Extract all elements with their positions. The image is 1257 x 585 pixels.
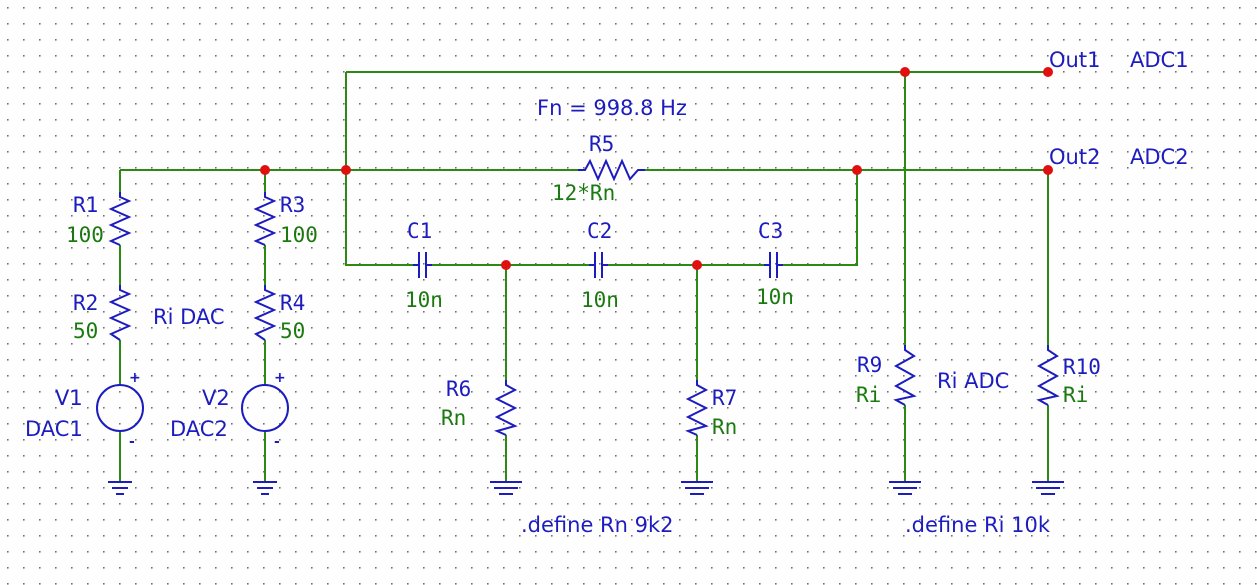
r1-name: R1 xyxy=(73,193,98,217)
v1-plus-mark: + xyxy=(129,370,141,386)
output-flags xyxy=(1043,67,1053,175)
c1-symbol xyxy=(413,252,432,278)
r2-value: 50 xyxy=(73,319,98,343)
ri-adc-comment: Ri ADC xyxy=(937,369,1009,393)
r5-value: 12*Rn xyxy=(552,181,615,205)
r10-value: Ri xyxy=(1063,383,1088,407)
ground-icon xyxy=(108,481,132,495)
r9-symbol xyxy=(893,345,917,406)
fn-annotation: Fn = 998.8 Hz xyxy=(537,96,687,120)
c1-name: C1 xyxy=(407,219,432,243)
r9-value: Ri xyxy=(856,383,881,407)
out1-label: Out1 xyxy=(1049,48,1100,72)
v2-name: V2 xyxy=(202,386,230,410)
ground-icon xyxy=(681,481,713,495)
v1-symbol xyxy=(96,384,144,432)
r1-symbol xyxy=(108,192,132,246)
c2-value: 10n xyxy=(581,288,619,312)
v2-value: DAC2 xyxy=(170,417,228,441)
out2-terminal[interactable] xyxy=(1043,165,1053,175)
r7-symbol xyxy=(685,380,709,436)
wires xyxy=(119,71,1049,482)
junction-node xyxy=(900,67,910,77)
ground-icon xyxy=(490,481,522,495)
define-rn-directive[interactable]: .define Rn 9k2 xyxy=(521,513,674,537)
c3-name: C3 xyxy=(758,219,783,243)
v1-name: V1 xyxy=(55,386,83,410)
ground-icon xyxy=(1032,481,1064,495)
voltage-sources xyxy=(96,384,289,432)
r3-name: R3 xyxy=(280,193,305,217)
r4-value: 50 xyxy=(280,319,305,343)
junction-node xyxy=(260,165,270,175)
ground-icon xyxy=(889,481,921,495)
v2-minus-mark: - xyxy=(274,434,280,450)
r2-symbol xyxy=(108,285,132,341)
junction-node xyxy=(341,165,351,175)
ri-dac-comment: Ri DAC xyxy=(153,305,225,329)
r3-symbol xyxy=(253,192,277,246)
r9-name: R9 xyxy=(857,353,882,377)
ground-symbols xyxy=(108,481,1064,495)
v1-minus-mark: - xyxy=(129,434,135,450)
r6-value: Rn xyxy=(441,406,466,430)
v1-value: DAC1 xyxy=(25,417,83,441)
r6-name: R6 xyxy=(446,377,471,401)
adc2-label: ADC2 xyxy=(1130,145,1189,169)
resistor-symbols xyxy=(108,158,1060,436)
junction-node xyxy=(852,165,862,175)
r1-value: 100 xyxy=(66,223,104,247)
r5-symbol xyxy=(578,158,645,182)
polarity-marks: + - + - xyxy=(129,370,286,450)
out1-terminal[interactable] xyxy=(1043,67,1053,77)
r3-value: 100 xyxy=(280,223,318,247)
c2-name: C2 xyxy=(587,219,612,243)
r7-value: Rn xyxy=(712,415,737,439)
define-ri-directive[interactable]: .define Ri 10k xyxy=(905,513,1051,537)
r6-symbol xyxy=(494,380,518,436)
c1-value: 10n xyxy=(405,288,443,312)
r4-name: R4 xyxy=(280,291,305,315)
c2-symbol xyxy=(589,252,608,278)
r4-symbol xyxy=(253,285,277,341)
labels: Out1 ADC1 Out2 ADC2 Fn = 998.8 Hz R1 100… xyxy=(25,48,1189,537)
r5-name: R5 xyxy=(589,132,614,156)
r10-symbol xyxy=(1036,345,1060,406)
capacitor-symbols xyxy=(413,252,783,278)
r2-name: R2 xyxy=(73,291,98,315)
ground-icon xyxy=(253,481,277,495)
out2-label: Out2 xyxy=(1049,145,1100,169)
r10-name: R10 xyxy=(1063,355,1101,379)
v2-symbol xyxy=(241,384,289,432)
wire-feedback-left xyxy=(345,72,413,266)
junction-node xyxy=(692,260,702,270)
r7-name: R7 xyxy=(712,386,737,410)
junction-node xyxy=(501,260,511,270)
v2-plus-mark: + xyxy=(274,370,286,386)
c3-symbol xyxy=(764,252,783,278)
c3-value: 10n xyxy=(756,285,794,309)
junction-nodes xyxy=(260,67,910,270)
adc1-label: ADC1 xyxy=(1130,48,1189,72)
